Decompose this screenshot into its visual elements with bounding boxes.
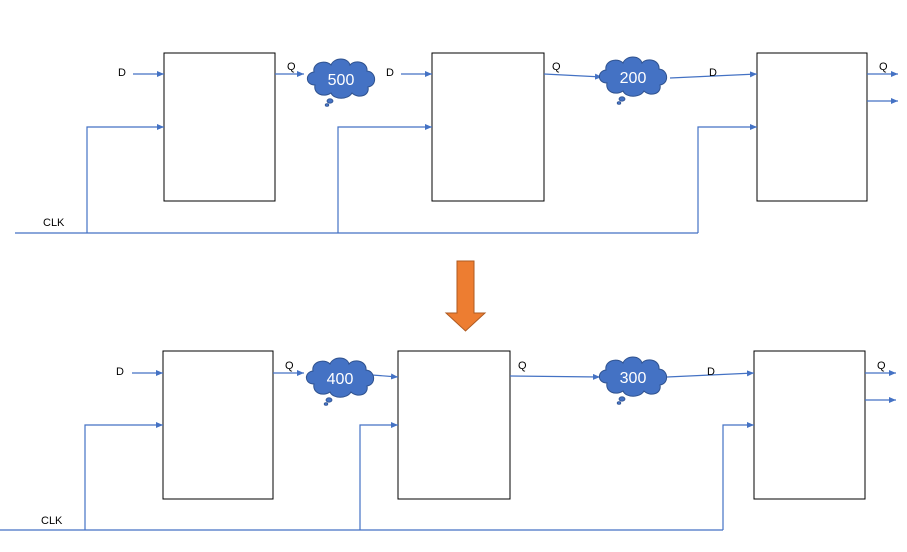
d-pin-label: D bbox=[707, 366, 715, 378]
flip-flop-3 bbox=[753, 350, 866, 500]
bottom-pipeline: D Q Q D Q CLK 400 300 bbox=[0, 350, 896, 531]
delay-value: 300 bbox=[620, 370, 647, 387]
q-pin-label: Q bbox=[285, 360, 294, 372]
d-input-wire bbox=[666, 370, 755, 378]
clk-branch-wire bbox=[722, 422, 754, 530]
d-input-wire bbox=[669, 71, 758, 79]
down-arrow-icon bbox=[444, 260, 487, 332]
d-pin-label: D bbox=[386, 67, 394, 79]
q-pin-label: Q bbox=[518, 360, 527, 372]
d-pin-label: D bbox=[118, 67, 126, 79]
delay-value: 500 bbox=[328, 72, 355, 89]
delay-cloud: 300 bbox=[598, 356, 668, 405]
clk-label: CLK bbox=[41, 515, 63, 527]
q-pin-label: Q bbox=[877, 360, 886, 372]
flip-flop-1 bbox=[162, 350, 274, 500]
flip-flop-2 bbox=[431, 52, 545, 202]
d-pin-label: D bbox=[709, 67, 717, 79]
clk-branch-wire bbox=[86, 124, 164, 233]
delay-cloud: 200 bbox=[598, 56, 668, 105]
d-pin-label: D bbox=[116, 366, 124, 378]
delay-value: 400 bbox=[327, 371, 354, 388]
d-input-wire bbox=[371, 373, 399, 380]
clk-branch-wire bbox=[697, 124, 757, 233]
flip-flop-2 bbox=[397, 350, 511, 500]
q-output-wire bbox=[509, 373, 601, 380]
flip-flop-3 bbox=[756, 52, 868, 202]
clk-label: CLK bbox=[43, 217, 65, 229]
clk-branch-wire bbox=[359, 422, 398, 530]
delay-cloud: 500 bbox=[306, 58, 376, 107]
q-pin-label: Q bbox=[287, 61, 296, 73]
clk-branch-wire bbox=[84, 422, 163, 530]
top-pipeline: D Q D Q D Q CLK 500 200 bbox=[15, 52, 898, 234]
delay-value: 200 bbox=[620, 70, 647, 87]
delay-cloud: 400 bbox=[305, 357, 375, 406]
q-output-wire bbox=[543, 73, 603, 80]
q-pin-label: Q bbox=[552, 61, 561, 73]
q-pin-label: Q bbox=[879, 61, 888, 73]
clk-branch-wire bbox=[337, 124, 432, 233]
flip-flop-1 bbox=[163, 52, 276, 202]
